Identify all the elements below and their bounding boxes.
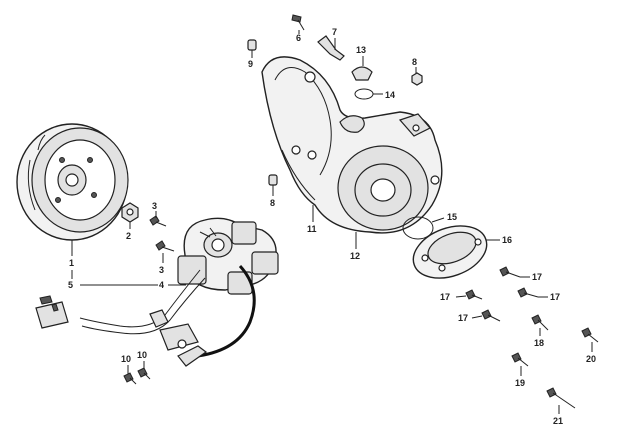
callout-17: 17 bbox=[458, 313, 468, 323]
callout-5: 5 bbox=[68, 280, 73, 290]
callout-19: 19 bbox=[515, 378, 525, 388]
callout-6: 6 bbox=[296, 33, 301, 43]
bolt bbox=[531, 314, 549, 331]
bolt bbox=[581, 327, 599, 343]
leader-lines bbox=[71, 30, 593, 414]
screw bbox=[155, 240, 175, 252]
engine-cover bbox=[261, 56, 443, 234]
bolt bbox=[511, 352, 529, 367]
callout-13: 13 bbox=[356, 45, 366, 55]
callout-18: 18 bbox=[534, 338, 544, 348]
callout-17: 17 bbox=[440, 292, 450, 302]
bolt bbox=[499, 266, 521, 278]
screw bbox=[149, 215, 167, 227]
callout-12: 12 bbox=[350, 251, 360, 261]
callout-11: 11 bbox=[307, 224, 317, 234]
callout-17: 17 bbox=[532, 272, 542, 282]
callout-2: 2 bbox=[126, 231, 131, 241]
wire-harness bbox=[35, 264, 256, 367]
dowel-pin bbox=[247, 39, 257, 51]
dowel-pin bbox=[268, 174, 278, 186]
inspection-cap bbox=[412, 225, 488, 279]
callout-4: 4 bbox=[159, 280, 164, 290]
bolt bbox=[465, 289, 483, 300]
callout-7: 7 bbox=[332, 27, 337, 37]
callout-20: 20 bbox=[586, 354, 596, 364]
callout-16: 16 bbox=[502, 235, 512, 245]
nut bbox=[121, 202, 139, 223]
seal-ring bbox=[354, 88, 374, 100]
bolt bbox=[517, 287, 539, 298]
callout-15: 15 bbox=[447, 212, 457, 222]
callout-10: 10 bbox=[137, 350, 147, 360]
callout-9: 9 bbox=[248, 59, 253, 69]
bolt bbox=[291, 14, 305, 31]
o-ring bbox=[402, 216, 434, 240]
wire-clip bbox=[317, 35, 345, 61]
nut bbox=[411, 72, 423, 86]
callout-1: 1 bbox=[69, 258, 74, 268]
bolt bbox=[123, 372, 137, 385]
bolt bbox=[546, 387, 576, 409]
callout-8: 8 bbox=[270, 198, 275, 208]
callout-17: 17 bbox=[550, 292, 560, 302]
callout-labels: 1 2 3 3 4 5 6 7 8 8 9 9 10 10 11 12 13 1… bbox=[68, 27, 596, 426]
callout-3: 3 bbox=[152, 201, 157, 211]
callout-3: 3 bbox=[159, 265, 164, 275]
callout-21: 21 bbox=[553, 416, 563, 426]
callout-14: 14 bbox=[385, 90, 395, 100]
bolt bbox=[481, 309, 501, 322]
stator bbox=[177, 217, 279, 295]
callout-8: 8 bbox=[412, 57, 417, 67]
bolt bbox=[137, 367, 151, 380]
plug bbox=[351, 66, 373, 81]
callout-10: 10 bbox=[121, 354, 131, 364]
flywheel bbox=[16, 123, 129, 241]
